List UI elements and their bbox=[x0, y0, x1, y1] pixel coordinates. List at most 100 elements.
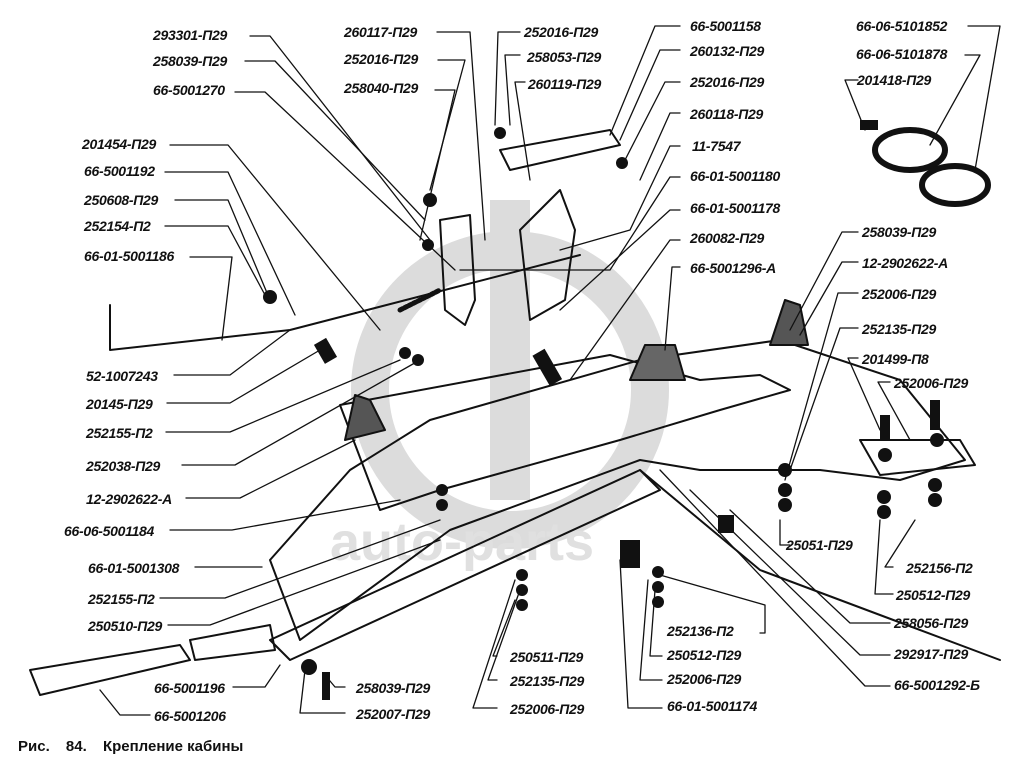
nut bbox=[516, 599, 528, 611]
part-label: 260118-П29 bbox=[690, 106, 763, 122]
front-tube bbox=[29, 644, 191, 696]
part-label: 258039-П29 bbox=[862, 224, 937, 240]
part-label: 66-5001196 bbox=[154, 680, 225, 696]
leader-line bbox=[419, 89, 456, 241]
figure-number: 84. bbox=[65, 738, 87, 755]
nut bbox=[928, 493, 942, 507]
leader-line bbox=[494, 31, 521, 126]
nut bbox=[878, 448, 892, 462]
release-rod bbox=[109, 254, 581, 351]
leader-line bbox=[472, 579, 516, 709]
part-label: 252006-П29 bbox=[894, 375, 969, 391]
leader-line bbox=[789, 231, 859, 331]
leader-line bbox=[436, 31, 486, 241]
part-label: 66-5001292-Б bbox=[894, 677, 980, 693]
part-label: 252136-П2 bbox=[667, 623, 734, 639]
part-label: 66-5001192 bbox=[84, 163, 155, 179]
part-label: 66-06-5001184 bbox=[64, 523, 155, 539]
leader-line bbox=[624, 81, 681, 161]
leader-line bbox=[234, 91, 456, 271]
rubber-pad-center bbox=[629, 344, 686, 381]
part-label: 52-1007243 bbox=[86, 368, 158, 384]
nut bbox=[436, 499, 448, 511]
part-label: 260132-П29 bbox=[690, 43, 765, 59]
small-bracket bbox=[718, 515, 734, 533]
leader-line bbox=[164, 171, 296, 316]
latch-hook-left bbox=[439, 214, 476, 326]
washer bbox=[494, 127, 506, 139]
leader-line bbox=[181, 359, 421, 466]
rubber-bumper-right bbox=[769, 299, 809, 346]
leader-line bbox=[492, 599, 516, 657]
leader-line bbox=[799, 261, 859, 336]
leader-line bbox=[789, 327, 859, 471]
washer bbox=[422, 239, 434, 251]
part-label: 258039-П29 bbox=[356, 680, 431, 696]
leader-line bbox=[174, 199, 271, 301]
leader-line bbox=[609, 25, 681, 136]
nut bbox=[652, 566, 664, 578]
part-label: 293301-П29 bbox=[153, 27, 228, 43]
lower-arm bbox=[269, 469, 661, 661]
arm-bracket bbox=[639, 469, 1001, 661]
leader-line bbox=[929, 54, 981, 146]
leader-line bbox=[173, 329, 291, 376]
part-label: 201454-П29 bbox=[82, 136, 157, 152]
leader-line bbox=[169, 144, 381, 331]
part-label: 252154-П2 bbox=[84, 218, 151, 234]
part-label: 260082-П29 bbox=[690, 230, 765, 246]
leader-line bbox=[169, 499, 401, 531]
latch-hook-right bbox=[519, 189, 576, 321]
part-label: 201499-П8 bbox=[862, 351, 929, 367]
tube-sleeve bbox=[189, 624, 276, 661]
leader-line bbox=[659, 574, 766, 634]
part-label: 12-2902622-А bbox=[862, 255, 948, 271]
rubber-bumper-left bbox=[344, 394, 386, 441]
nut bbox=[930, 433, 944, 447]
leader-line bbox=[487, 589, 521, 681]
seal-ring-upper bbox=[872, 127, 948, 173]
part-label: 252155-П2 bbox=[88, 591, 155, 607]
leader-line bbox=[559, 209, 681, 311]
part-label: 252156-П2 bbox=[906, 560, 973, 576]
leader-line bbox=[639, 112, 681, 181]
part-label: 258053-П29 bbox=[527, 49, 602, 65]
nut bbox=[412, 354, 424, 366]
leader-line bbox=[884, 519, 916, 568]
leader-line bbox=[514, 81, 531, 181]
leader-line bbox=[232, 664, 281, 688]
nut bbox=[877, 505, 891, 519]
part-label: 66-5001158 bbox=[690, 18, 761, 34]
part-label: 252016-П29 bbox=[524, 24, 599, 40]
part-label: 66-5001270 bbox=[153, 82, 225, 98]
nut bbox=[263, 290, 277, 304]
rear-mount-plate bbox=[859, 439, 976, 476]
leader-line bbox=[299, 669, 346, 714]
figure-prefix: Рис. bbox=[18, 738, 50, 755]
part-label: 250510-П29 bbox=[88, 618, 163, 634]
leader-line bbox=[779, 519, 791, 546]
leader-line bbox=[784, 292, 859, 481]
leader-line bbox=[619, 49, 681, 141]
part-label: 252007-П29 bbox=[356, 706, 431, 722]
small-clamp bbox=[620, 540, 640, 568]
leader-line bbox=[877, 381, 911, 441]
nut bbox=[652, 596, 664, 608]
leader-line bbox=[847, 357, 881, 431]
part-label: 258056-П29 bbox=[894, 615, 969, 631]
washer bbox=[423, 193, 437, 207]
part-label: 66-5001296-А bbox=[690, 260, 776, 276]
part-label: 252135-П29 bbox=[510, 673, 585, 689]
leader-line bbox=[99, 689, 151, 716]
spring bbox=[397, 287, 443, 313]
part-label: 250511-П29 bbox=[510, 649, 583, 665]
part-label: 260119-П29 bbox=[528, 76, 601, 92]
seal-ring-lower bbox=[919, 163, 991, 207]
part-label: 252038-П29 bbox=[86, 458, 161, 474]
leader-line bbox=[844, 79, 866, 131]
part-label: 66-06-5101878 bbox=[856, 46, 948, 62]
part-label: 250512-П29 bbox=[896, 587, 971, 603]
part-label: 11-7547 bbox=[692, 138, 741, 154]
leader-line bbox=[619, 559, 663, 709]
